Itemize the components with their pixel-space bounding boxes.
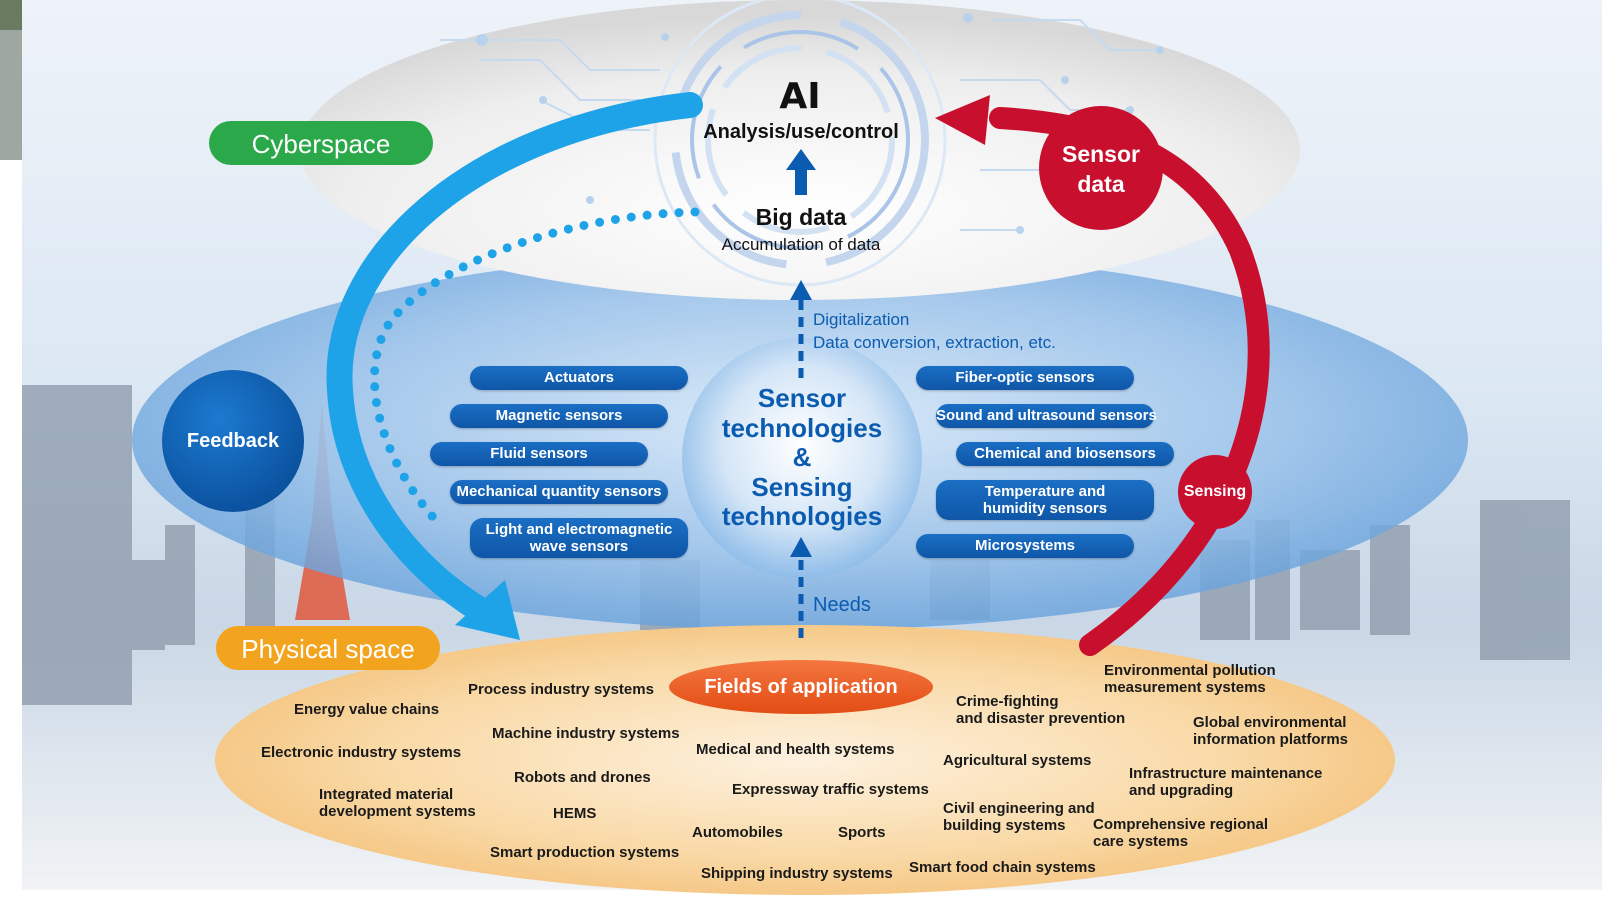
sensing-label: Sensing xyxy=(1183,483,1247,500)
field-energy-value-chains: Energy value chains xyxy=(294,701,440,718)
field-crime-fighting: Crime-fighting and disaster prevention xyxy=(956,693,1126,727)
field-process-industry: Process industry systems xyxy=(468,681,654,698)
center-line-3: & xyxy=(792,442,812,472)
field-agricultural: Agricultural systems xyxy=(943,752,1092,769)
center-line-4: Sensing xyxy=(751,471,853,502)
field-automobiles: Automobiles xyxy=(692,824,783,841)
center-sphere-text: Sensor technologies & Sensing technologi… xyxy=(690,383,914,532)
field-civil-engineering: Civil engineering and building systems xyxy=(943,800,1095,834)
field-global-environmental: Global environmental information platfor… xyxy=(1193,714,1349,748)
accumulation-label: Accumulation of data xyxy=(721,235,881,254)
field-electronic-industry: Electronic industry systems xyxy=(261,744,462,761)
pill-fiber-optic-sensors: Fiber-optic sensors xyxy=(916,366,1134,390)
pill-actuators: Actuators xyxy=(470,366,688,390)
center-line-2: technologies xyxy=(721,412,883,443)
pill-mechanical-quantity-sensors: Mechanical quantity sensors xyxy=(450,480,668,504)
physical-space-label: Physical space xyxy=(241,634,415,664)
field-environmental-pollution: Environmental pollution measurement syst… xyxy=(1104,662,1276,696)
digitalization-label: Digitalization xyxy=(813,310,910,329)
field-expressway-traffic: Expressway traffic systems xyxy=(732,781,929,798)
center-line-5: technologies xyxy=(721,501,883,531)
field-medical-health: Medical and health systems xyxy=(696,741,895,758)
field-smart-food-chain: Smart food chain systems xyxy=(909,859,1096,876)
pill-magnetic-sensors: Magnetic sensors xyxy=(450,404,668,428)
data-conversion-label: Data conversion, extraction, etc. xyxy=(813,333,1056,352)
big-data-label: Big data xyxy=(755,204,847,230)
feedback-label: Feedback xyxy=(186,430,280,452)
fields-of-application-label: Fields of application xyxy=(704,676,898,698)
needs-label: Needs xyxy=(813,594,871,616)
sensor-data-label-1: Sensor xyxy=(1062,141,1140,167)
ai-title: AI xyxy=(779,76,821,117)
pill-sound-ultrasound-sensors: Sound and ultrasound sensors xyxy=(936,404,1157,428)
analysis-label: Analysis/use/control xyxy=(703,121,899,143)
pill-microsystems: Microsystems xyxy=(916,534,1134,558)
pill-light-em-wave-sensors: Light and electromagnetic wave sensors xyxy=(470,518,688,558)
field-robots-drones: Robots and drones xyxy=(514,769,651,786)
pill-chemical-biosensors: Chemical and biosensors xyxy=(956,442,1174,466)
field-infrastructure-maintenance: Infrastructure maintenance and upgrading xyxy=(1129,765,1323,799)
field-machine-industry: Machine industry systems xyxy=(492,725,680,742)
field-sports: Sports xyxy=(838,824,886,841)
field-regional-care: Comprehensive regional care systems xyxy=(1093,816,1269,850)
field-hems: HEMS xyxy=(553,805,597,822)
field-shipping-industry: Shipping industry systems xyxy=(701,865,893,882)
field-smart-production: Smart production systems xyxy=(490,844,680,861)
sensor-data-label-2: data xyxy=(1077,171,1125,197)
field-integrated-material: Integrated material development systems xyxy=(319,786,476,820)
cyberspace-label: Cyberspace xyxy=(251,129,391,159)
pill-temperature-humidity-sensors: Temperature and humidity sensors xyxy=(936,480,1154,520)
pill-fluid-sensors: Fluid sensors xyxy=(430,442,648,466)
center-line-1: Sensor xyxy=(757,383,847,413)
